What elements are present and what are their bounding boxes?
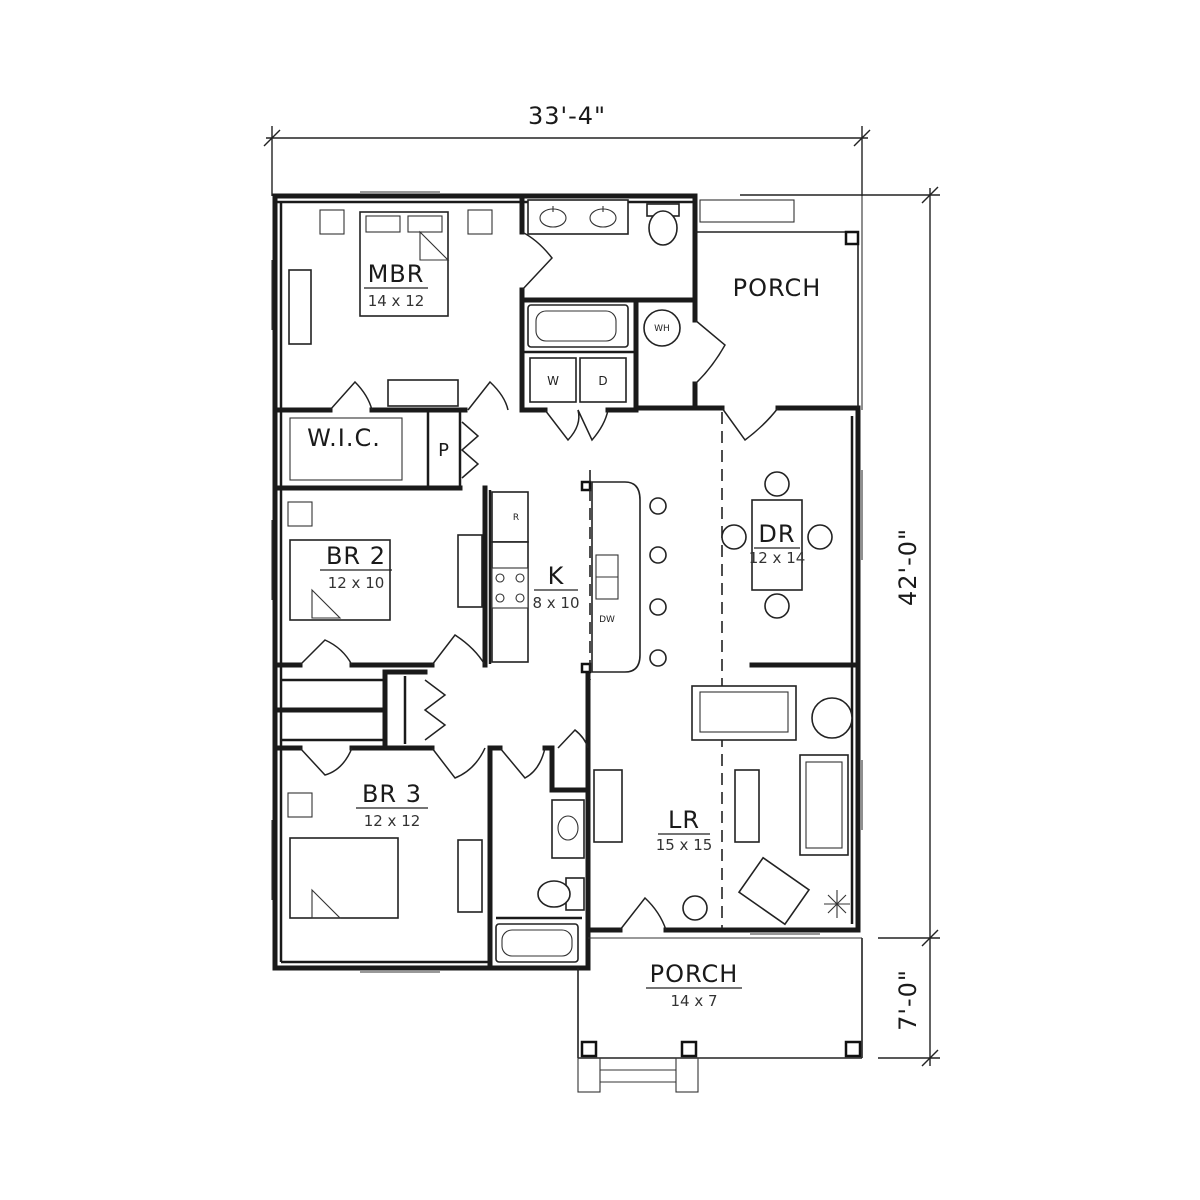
refrigerator-label: R [513,513,519,523]
living-size: 15 x 15 [656,836,713,854]
side-porch-label: PORCH [733,274,822,302]
dashed-openings [589,412,723,928]
depth-dimension-label: 42'-0" [894,528,922,606]
water-heater [643,309,681,347]
porch-depth-dimension-label: 7'-0" [894,969,922,1031]
mbr-label: MBR [368,260,425,288]
br3-size: 12 x 12 [364,812,421,830]
width-dimension: 33'-4" [263,102,871,196]
dining-furniture [721,471,833,619]
master-bath-fixtures: WH W D [527,199,681,403]
dining-label: DR [758,520,795,548]
front-porch-size: 14 x 7 [670,992,717,1010]
br2-furniture [287,501,483,621]
mbr-size: 14 x 12 [368,292,425,310]
living-furniture [593,685,853,926]
br3-label: BR 3 [362,780,422,808]
interior-walls [272,193,861,971]
windows [271,191,863,973]
master-bedroom-furniture [288,209,493,407]
dining-table [751,499,803,591]
water-heater-label: WH [654,324,670,334]
bath2-fixtures [495,799,585,963]
washer-label: W [547,374,559,388]
depth-dimension: 42'-0" 7'-0" [740,186,940,1067]
refrigerator [491,491,529,543]
kitchen-fixtures: R DW [491,481,667,673]
front-porch [577,937,863,1093]
washer [529,357,577,403]
front-porch-label: PORCH [650,960,739,988]
kitchen-label: K [548,562,565,590]
side-porch [695,196,863,410]
room-labels: MBR 14 x 12 W.I.C. P BR 2 12 x 10 BR 3 1… [307,260,822,1010]
width-dimension-label: 33'-4" [528,102,606,130]
pantry-label: P [438,440,450,461]
br2-size: 12 x 10 [328,574,385,592]
kitchen-size: 8 x 10 [532,594,579,612]
br2-label: BR 2 [326,542,386,570]
exterior-walls [272,193,861,971]
br3-furniture [287,792,483,919]
living-label: LR [668,806,700,834]
doors [299,231,779,931]
dishwasher-label: DW [599,615,615,625]
dining-size: 12 x 14 [749,549,806,567]
wic-label: W.I.C. [307,424,381,452]
dryer-label: D [598,374,607,388]
dryer [579,357,627,403]
plant-icon [824,890,850,918]
